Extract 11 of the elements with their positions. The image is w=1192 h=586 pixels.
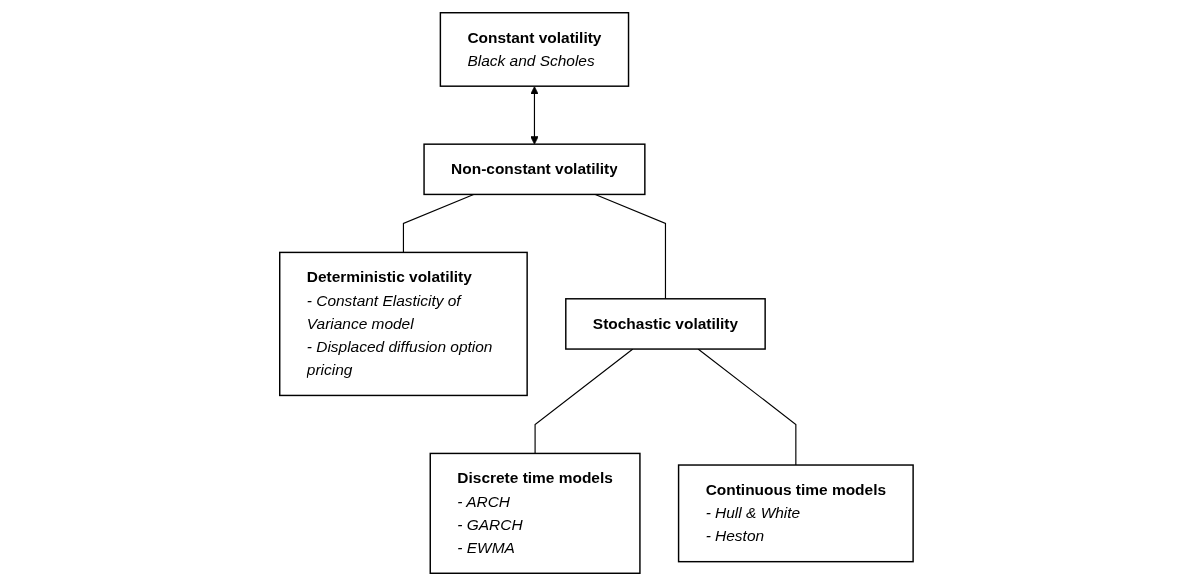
arrow: [529, 86, 539, 145]
connector: [594, 193, 666, 300]
node-box: Discrete time models - ARCH - GARCH - EWMA: [429, 452, 641, 574]
connector: [402, 193, 474, 253]
node-box: Stochastic volatility: [564, 298, 766, 350]
connector: [534, 348, 634, 454]
node-box: Non-constant volatility: [422, 143, 646, 196]
node-box: Deterministic volatility - Constant Elasticity of Variance model - Displaced diffusion option pricing: [278, 251, 528, 397]
connector: [697, 348, 796, 466]
node-box: Constant volatility Black and Scholes: [439, 12, 629, 87]
node-box: Continuous time models - Hull & White - Heston: [677, 464, 914, 563]
